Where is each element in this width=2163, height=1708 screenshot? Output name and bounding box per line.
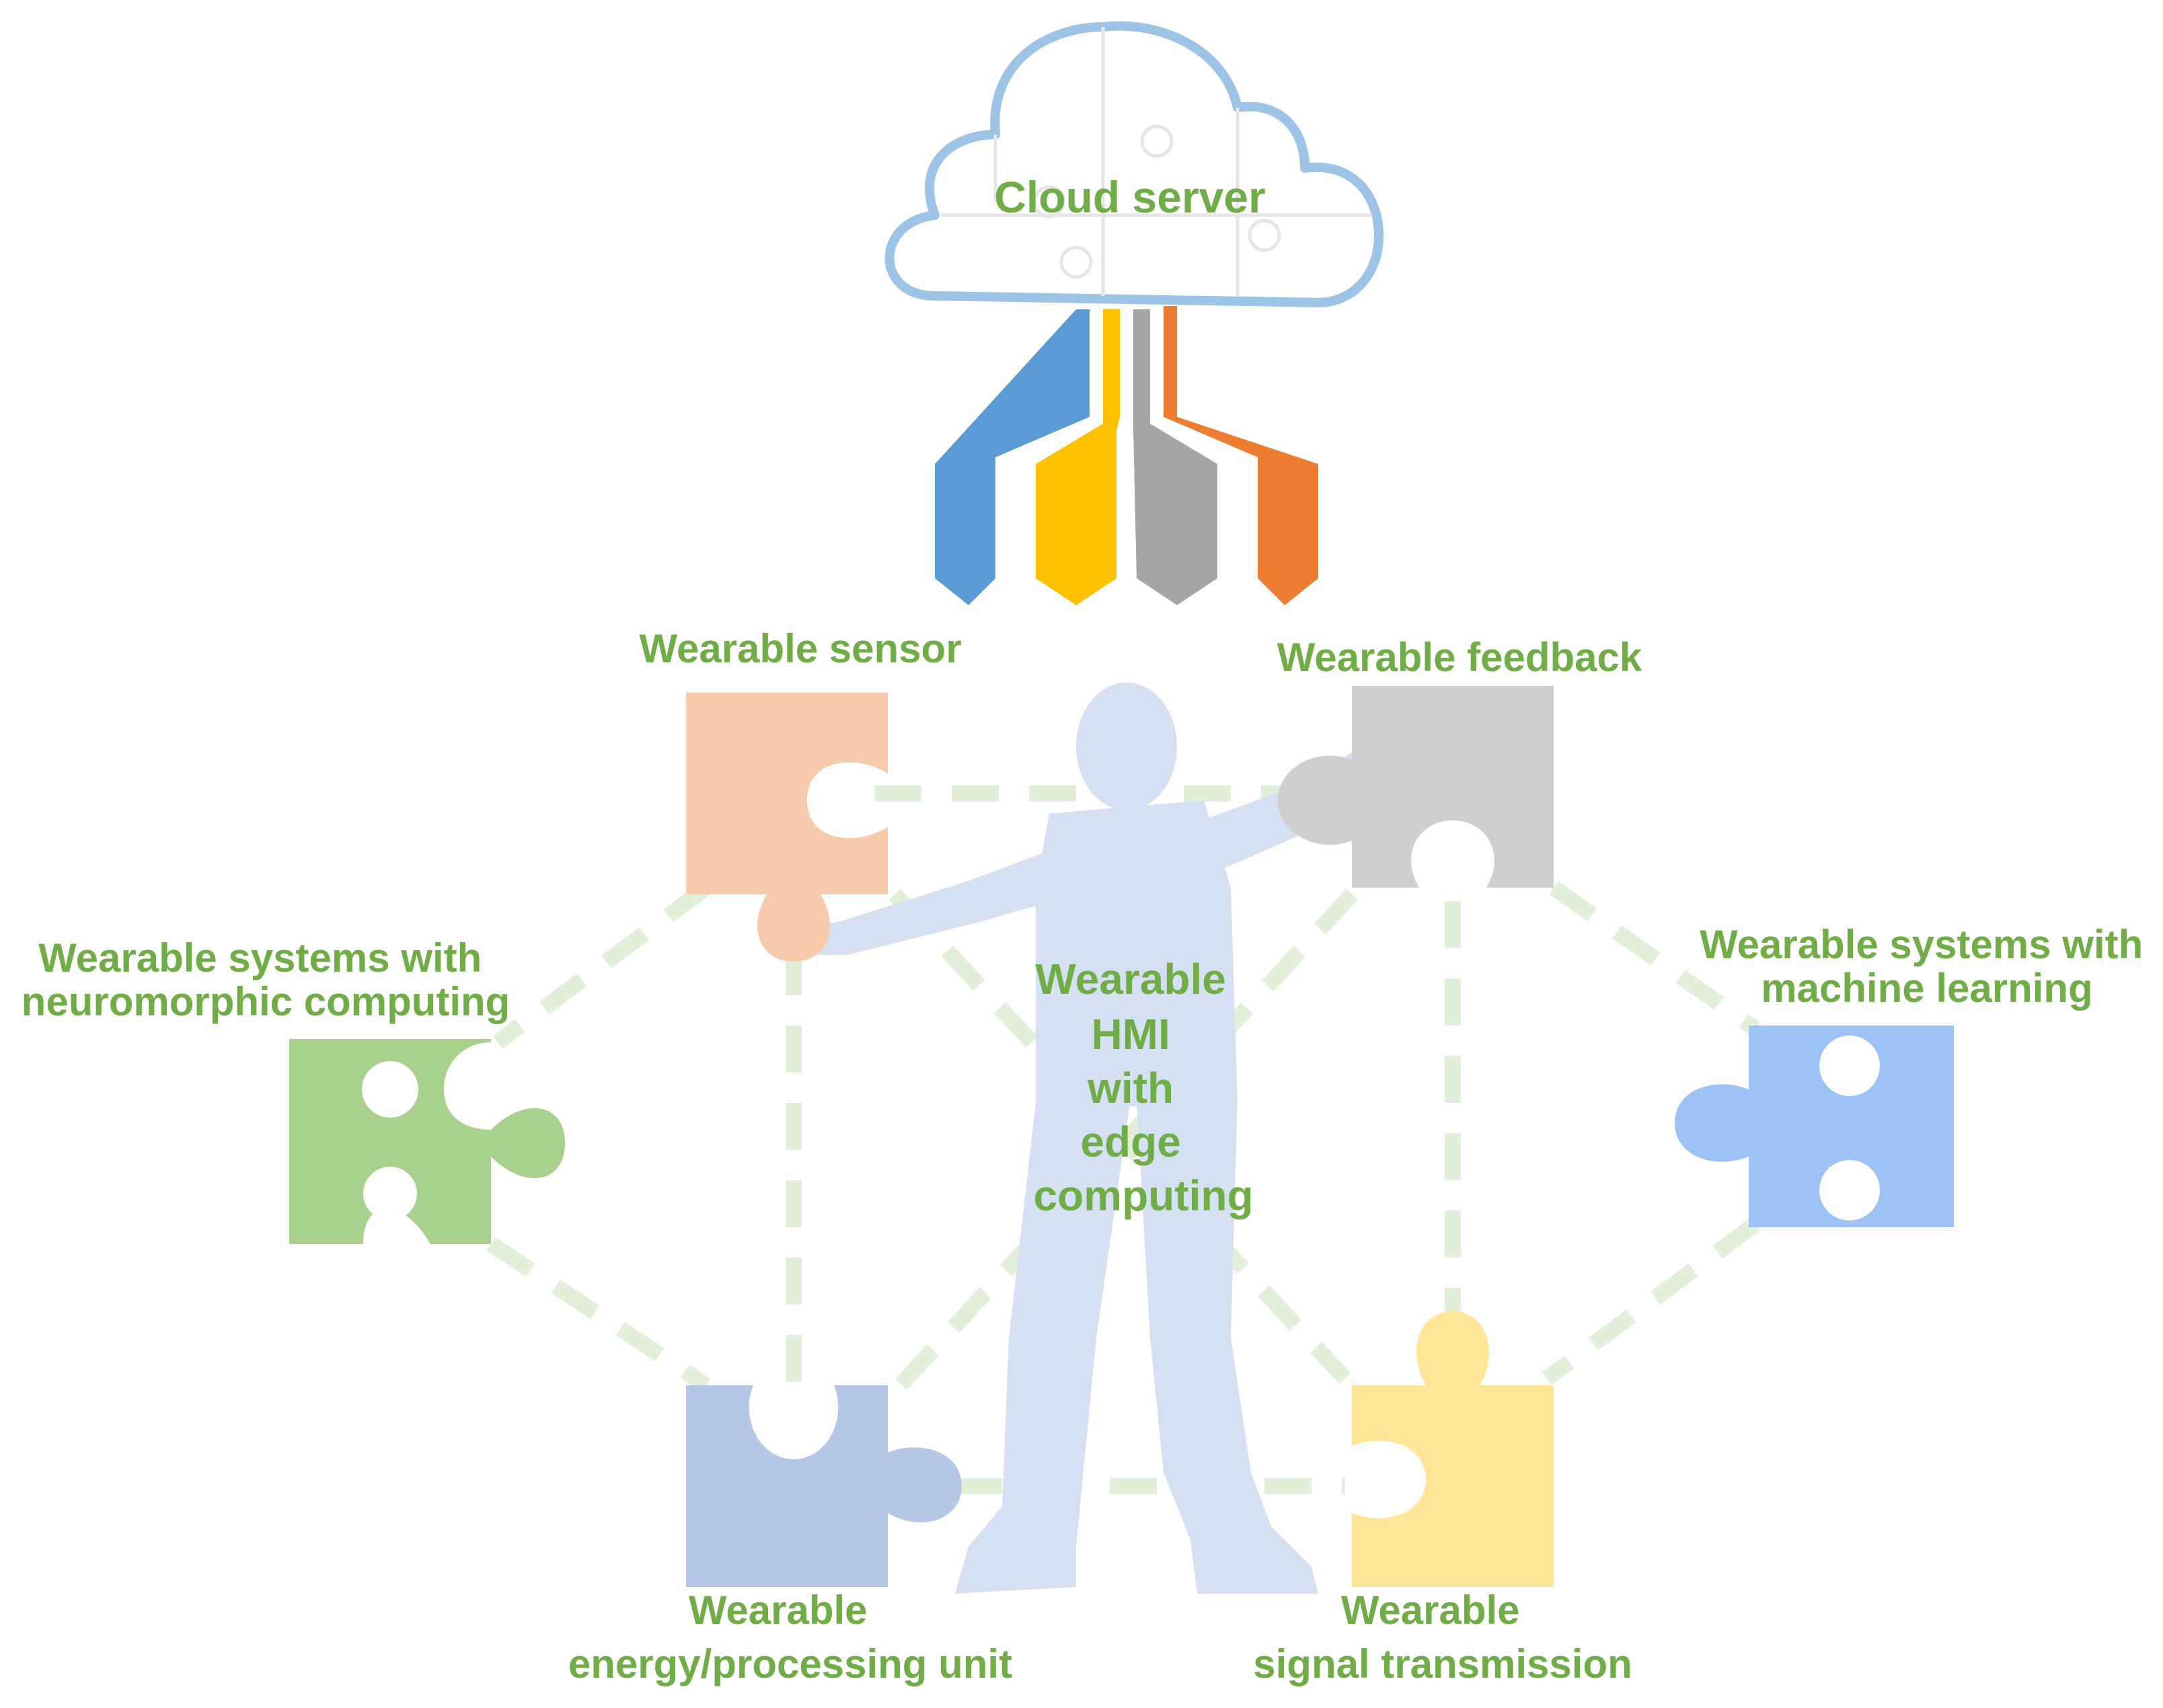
energy-puzzle-piece	[686, 1385, 962, 1587]
center-hmi-label: Wearable HMI with edge computing	[1033, 955, 1253, 1220]
center-label-line-2: HMI	[1091, 1010, 1170, 1058]
ml-puzzle-notch-bottom	[1819, 1160, 1880, 1220]
center-label-line-4: edge	[1080, 1118, 1180, 1166]
signal-label: Wearable signal transmission	[1253, 1588, 1632, 1686]
cloud-server-label: Cloud server	[994, 172, 1265, 222]
ml-puzzle-notch-top	[1819, 1036, 1880, 1096]
connector-feedback-ml	[1549, 881, 1760, 1036]
neuromorphic-puzzle-notch-bottom	[363, 1167, 417, 1220]
channel-orange	[1164, 306, 1318, 605]
neuromorphic-puzzle-notch	[362, 1061, 418, 1118]
neuromorphic-puzzle-piece	[289, 1039, 565, 1244]
sensor-label: Wearable sensor	[639, 626, 961, 671]
sensor-puzzle-piece	[686, 693, 888, 962]
neuromorphic-label-line-1: Wearable systems with	[38, 935, 482, 980]
ml-label-line-1: Wearable systems with	[1700, 922, 2143, 967]
connector-neuromorphic-energy	[486, 1237, 711, 1393]
human-right-leg	[1137, 1096, 1318, 1594]
center-label-line-3: with	[1087, 1064, 1174, 1112]
channel-yellow	[1036, 309, 1120, 605]
connector-ml-signal	[1542, 1217, 1761, 1385]
feedback-label: Wearable feedback	[1277, 635, 1642, 680]
signal-label-line-1: Wearable	[1341, 1588, 1520, 1633]
channel-gray	[1133, 309, 1217, 605]
energy-label: Wearable energy/processing unit	[568, 1588, 1012, 1686]
ml-label-line-2: machine learning	[1761, 966, 2092, 1011]
cloud-server: Cloud server	[884, 21, 1383, 307]
signal-label-line-2: signal transmission	[1253, 1641, 1632, 1686]
center-label-line-1: Wearable	[1035, 955, 1225, 1003]
human-torso	[1036, 800, 1238, 1110]
connector-sensor-neuromorphic	[492, 881, 712, 1049]
energy-label-line-2: energy/processing unit	[568, 1641, 1012, 1686]
center-label-line-5: computing	[1033, 1171, 1253, 1220]
ml-puzzle-piece	[1675, 1025, 1954, 1227]
cloud-puzzle-texture	[942, 27, 1372, 296]
human-left-leg	[955, 1103, 1130, 1594]
cloud-icon	[884, 21, 1383, 307]
human-left-arm	[767, 841, 1076, 955]
energy-label-line-1: Wearable	[689, 1588, 868, 1633]
channel-blue	[935, 309, 1090, 605]
signal-puzzle-piece	[1352, 1311, 1554, 1587]
neuromorphic-label: Wearable systems with neuromorphic compu…	[22, 935, 510, 1024]
neuromorphic-label-line-2: neuromorphic computing	[22, 979, 510, 1024]
human-head	[1076, 683, 1177, 810]
ml-label: Wearable systems with machine learning	[1700, 922, 2154, 1011]
feedback-puzzle-piece	[1278, 686, 1554, 888]
data-channels	[935, 306, 1318, 605]
